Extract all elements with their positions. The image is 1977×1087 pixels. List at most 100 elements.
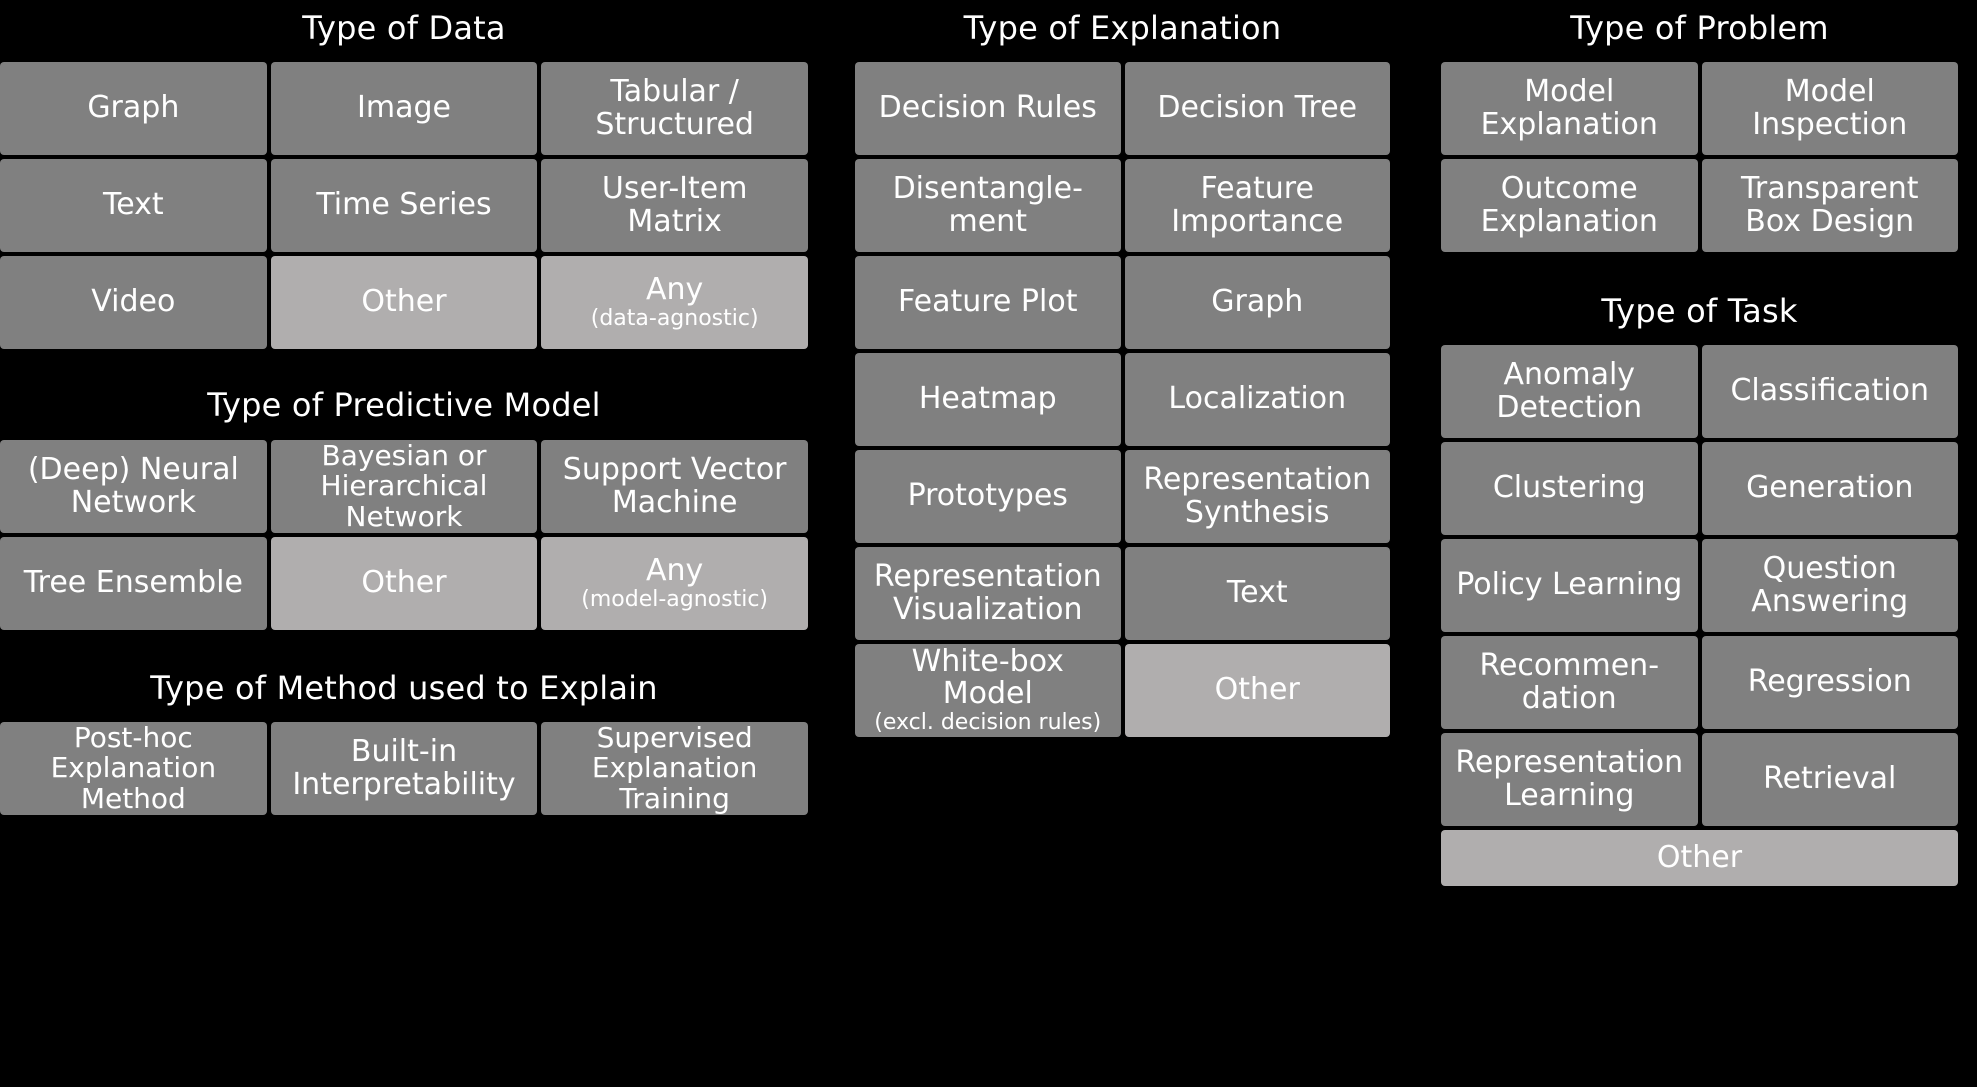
- tile-label: Graph: [1211, 284, 1304, 320]
- tile-label: Any: [646, 553, 704, 589]
- tile[interactable]: Graph: [0, 62, 267, 155]
- tile[interactable]: Tree Ensemble: [0, 537, 267, 630]
- tile-label: Text: [102, 187, 164, 223]
- section-title-type-of-explanation: Type of Explanation: [963, 9, 1282, 47]
- tile[interactable]: Graph: [1124, 256, 1390, 349]
- tile-label: Classification: [1730, 373, 1929, 409]
- tile-label: Text: [1226, 575, 1288, 611]
- tile[interactable]: Regression: [1701, 636, 1958, 729]
- tile[interactable]: Prototypes: [855, 450, 1121, 543]
- tile-label: Any: [646, 272, 704, 308]
- tile-label: Clustering: [1492, 470, 1646, 506]
- tile-label: Localization: [1168, 381, 1347, 417]
- tile[interactable]: Decision Rules: [855, 62, 1121, 155]
- tile[interactable]: Any(model-agnostic): [541, 537, 808, 630]
- tile-sublabel: (model-agnostic): [581, 586, 769, 612]
- tile[interactable]: Other: [1441, 830, 1958, 886]
- tile-label: Heatmap: [918, 381, 1057, 417]
- tile[interactable]: Any(data-agnostic): [541, 256, 808, 349]
- tile-label: Other: [361, 565, 447, 601]
- tile[interactable]: Localization: [1124, 353, 1390, 446]
- tile[interactable]: Clustering: [1441, 442, 1698, 535]
- tile[interactable]: Disentangle-ment: [855, 159, 1121, 252]
- tile[interactable]: Generation: [1701, 442, 1958, 535]
- tile-label: Retrieval: [1763, 761, 1897, 797]
- tile[interactable]: Policy Learning: [1441, 539, 1698, 632]
- tile-label: Tabular /Structured: [595, 74, 754, 142]
- tile-label: Disentangle-ment: [892, 171, 1083, 239]
- tile[interactable]: Decision Tree: [1124, 62, 1390, 155]
- tile-label: Other: [361, 284, 447, 320]
- tile[interactable]: Image: [270, 62, 538, 155]
- section-title-type-of-method-used-to-explain: Type of Method used to Explain: [150, 669, 658, 707]
- tile[interactable]: Video: [0, 256, 267, 349]
- tile[interactable]: Feature Plot: [855, 256, 1121, 349]
- tile-label: Generation: [1746, 470, 1914, 506]
- tile[interactable]: Tabular /Structured: [541, 62, 808, 155]
- tile-label: Graph: [87, 90, 180, 126]
- section-title-type-of-predictive-model: Type of Predictive Model: [207, 386, 601, 424]
- tile-sublabel: (excl. decision rules): [874, 709, 1102, 735]
- tile[interactable]: Classification: [1701, 345, 1958, 438]
- tile-label: Image: [357, 90, 451, 126]
- tile[interactable]: Text: [0, 159, 267, 252]
- tile-label: Feature Plot: [898, 284, 1078, 320]
- tile-label: Recommen-dation: [1479, 648, 1660, 716]
- tile[interactable]: Other: [1124, 644, 1390, 737]
- tile-label: Regression: [1747, 664, 1912, 700]
- tile[interactable]: Time Series: [270, 159, 538, 252]
- tile[interactable]: Retrieval: [1701, 733, 1958, 826]
- tile-label: Policy Learning: [1456, 567, 1683, 603]
- tile-sublabel: (data-agnostic): [590, 305, 759, 331]
- tile-label: Time Series: [316, 187, 492, 223]
- tile-label: Other: [1656, 839, 1743, 875]
- tile[interactable]: Heatmap: [855, 353, 1121, 446]
- tile[interactable]: Other: [270, 256, 538, 349]
- tile-label: Prototypes: [907, 478, 1068, 514]
- tile[interactable]: Recommen-dation: [1441, 636, 1698, 729]
- tile[interactable]: Other: [270, 537, 538, 630]
- tile-label: Other: [1214, 672, 1300, 708]
- section-title-type-of-task: Type of Task: [1601, 292, 1798, 330]
- tile[interactable]: Text: [1124, 547, 1390, 640]
